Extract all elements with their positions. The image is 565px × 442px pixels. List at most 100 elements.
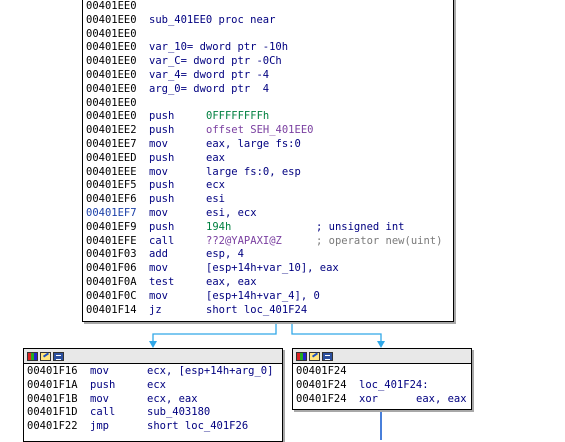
- address-label[interactable]: 00401EFE: [86, 234, 137, 247]
- address-label[interactable]: 00401EF9: [86, 220, 137, 233]
- operand[interactable]: ecx, eax: [147, 392, 198, 405]
- address-label[interactable]: 00401F03: [86, 248, 137, 261]
- graph-icon[interactable]: [322, 351, 333, 361]
- palette-icon[interactable]: [27, 351, 38, 361]
- address-label[interactable]: 00401EF7: [86, 206, 137, 219]
- palette-icon[interactable]: [296, 351, 307, 361]
- address-label[interactable]: 00401F1B: [27, 392, 78, 405]
- operand[interactable]: esi: [206, 193, 225, 206]
- address-label[interactable]: 00401EE2: [86, 124, 137, 137]
- address-label[interactable]: 00401EE0: [86, 110, 137, 123]
- address-label[interactable]: 00401EED: [86, 151, 137, 164]
- operand[interactable]: ??2@YAPAXI@Z: [206, 234, 282, 247]
- code-line[interactable]: 00401F24 loc_401F24:: [296, 379, 468, 393]
- label-text[interactable]: arg_0= dword ptr 4: [149, 82, 270, 95]
- label-text[interactable]: var_10= dword ptr -10h: [149, 41, 289, 54]
- code-line[interactable]: 00401EE0: [86, 28, 450, 42]
- operand[interactable]: short loc_401F26: [147, 420, 249, 433]
- operand[interactable]: ecx: [147, 378, 166, 391]
- address-label[interactable]: 00401EE7: [86, 137, 137, 150]
- operand[interactable]: esp, 4: [206, 248, 244, 261]
- label-text[interactable]: var_4= dword ptr -4: [149, 68, 270, 81]
- address-label[interactable]: 00401F06: [86, 262, 137, 275]
- address-label[interactable]: 00401EE0: [86, 68, 137, 81]
- code-line[interactable]: 00401F24: [296, 365, 468, 379]
- operand[interactable]: [esp+14h+var_10], eax: [206, 262, 339, 275]
- address-label[interactable]: 00401F14: [86, 303, 137, 316]
- operand[interactable]: eax, eax: [206, 275, 257, 288]
- operand[interactable]: short loc_401F24: [206, 303, 308, 316]
- address-label[interactable]: 00401F1A: [27, 378, 78, 391]
- operand[interactable]: 194h: [206, 220, 232, 233]
- label-text[interactable]: loc_401F24:: [359, 378, 429, 391]
- operand[interactable]: eax, eax: [416, 392, 467, 405]
- operand[interactable]: [esp+14h+var_4], 0: [206, 289, 320, 302]
- label-text[interactable]: sub_401EE0 proc near: [149, 13, 276, 26]
- operand[interactable]: esi, ecx: [206, 206, 257, 219]
- address-label[interactable]: 00401F0A: [86, 275, 137, 288]
- address-label[interactable]: 00401EE0: [86, 41, 137, 54]
- code-line[interactable]: 00401EE0: [86, 97, 450, 111]
- address-label[interactable]: 00401F22: [27, 420, 78, 433]
- edge-false-branch[interactable]: [152, 322, 277, 343]
- rename-icon[interactable]: [309, 351, 320, 361]
- code-line[interactable]: 00401EE0 sub_401EE0 proc near: [86, 14, 450, 28]
- rename-icon[interactable]: [40, 351, 51, 361]
- address-label[interactable]: 00401F24: [296, 378, 347, 391]
- address-label[interactable]: 00401F16: [27, 365, 78, 377]
- code-line[interactable]: 00401EE0: [86, 0, 450, 14]
- address-label[interactable]: 00401EE0: [86, 13, 137, 26]
- address-label[interactable]: 00401F0C: [86, 289, 137, 302]
- address-label[interactable]: 00401EE0: [86, 55, 137, 68]
- address-label[interactable]: 00401F24: [296, 365, 347, 377]
- address-label[interactable]: 00401EF5: [86, 179, 137, 192]
- operand[interactable]: 0FFFFFFFFh: [206, 110, 270, 123]
- operand[interactable]: ecx, [esp+14h+arg_0]: [147, 365, 274, 377]
- code-line[interactable]: 00401EE0 var_10= dword ptr -10h: [86, 41, 450, 55]
- operand[interactable]: ecx: [206, 179, 225, 192]
- address-label[interactable]: 00401EF6: [86, 193, 137, 206]
- graph-icon[interactable]: [53, 351, 64, 361]
- edge-true-branch[interactable]: [291, 322, 382, 343]
- operand[interactable]: eax: [206, 151, 225, 164]
- address-label[interactable]: 00401EE0: [86, 27, 137, 40]
- address-label[interactable]: 00401F24: [296, 392, 347, 405]
- operand[interactable]: offset SEH_401EE0: [206, 124, 314, 137]
- address-label[interactable]: 00401EEE: [86, 165, 137, 178]
- address-label[interactable]: 00401EE0: [86, 96, 137, 109]
- code-line[interactable]: 00401EE0 var_C= dword ptr -0Ch: [86, 55, 450, 69]
- operand[interactable]: sub_403180: [147, 406, 211, 419]
- code-line[interactable]: 00401EE0 var_4= dword ptr -4: [86, 69, 450, 83]
- code-line[interactable]: 00401EE0 arg_0= dword ptr 4: [86, 83, 450, 97]
- address-label[interactable]: 00401EE0: [86, 0, 137, 12]
- address-label[interactable]: 00401F1D: [27, 406, 78, 419]
- operand[interactable]: large fs:0, esp: [206, 165, 301, 178]
- operand[interactable]: eax, large fs:0: [206, 137, 301, 150]
- address-label[interactable]: 00401EE0: [86, 82, 137, 95]
- label-text[interactable]: var_C= dword ptr -0Ch: [149, 55, 282, 68]
